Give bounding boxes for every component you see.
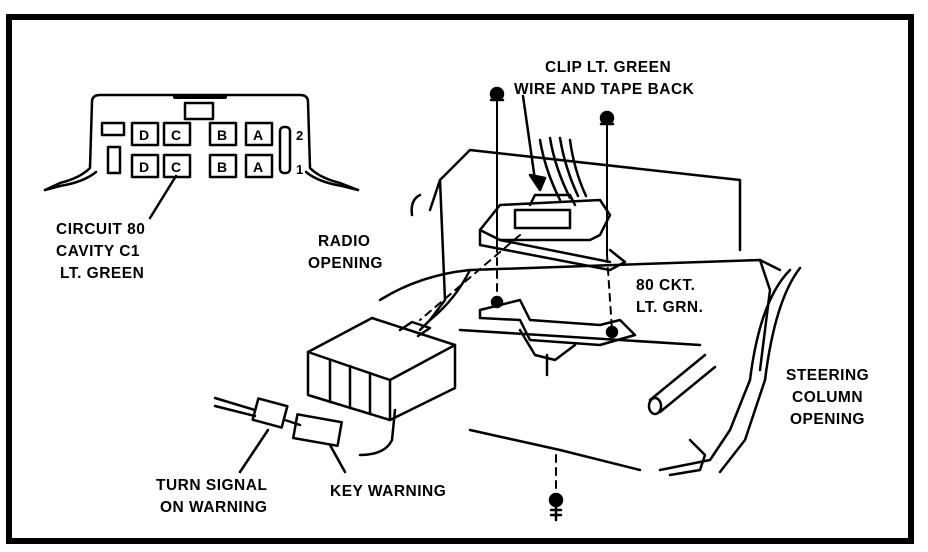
label-steering-3: OPENING [790,411,865,428]
pin-r2-d: D [139,127,149,143]
pin-r1-c: C [171,159,181,175]
pin-r1-a: A [253,159,263,175]
label-turn-2: ON WARNING [160,499,267,516]
upper-bracket [478,97,627,272]
dash-panel [378,148,802,477]
pin-r1-b: B [217,159,227,175]
label-ckt-1: 80 CKT. [636,277,696,294]
label-circuit-3: LT. GREEN [60,265,144,282]
screw-right [599,110,615,126]
label-circuit-2: CAVITY C1 [56,243,140,260]
screw-bottom [548,492,564,522]
lower-bracket [478,295,637,377]
harness [213,396,347,474]
connector-inset [43,93,360,192]
label-circuit-1: CIRCUIT 80 [56,221,145,238]
connector-pins: D C B A D C B A 2 1 [139,127,303,177]
label-clip-1: CLIP LT. GREEN [545,59,671,76]
pin-r2-a: A [253,127,263,143]
row-1-number: 1 [296,162,303,177]
wire-bundle [521,94,588,202]
screw-left [489,86,505,102]
label-turn-1: TURN SIGNAL [156,477,267,494]
pin-r2-b: B [217,127,227,143]
label-ckt-2: LT. GRN. [636,299,703,316]
label-key-warning: KEY WARNING [330,483,446,500]
alignment-lines [419,234,613,491]
diagram-frame [6,14,914,544]
label-radio-2: OPENING [308,255,383,272]
warning-module [306,316,457,457]
row-2-number: 2 [296,128,303,143]
label-steering-1: STEERING [786,367,869,384]
label-radio-1: RADIO [318,233,370,250]
label-steering-2: COLUMN [792,389,863,406]
label-clip-2: WIRE AND TAPE BACK [514,81,695,98]
pin-r1-d: D [139,159,149,175]
labels: CLIP LT. GREEN WIRE AND TAPE BACK CIRCUI… [56,59,869,516]
steering-tube [647,353,717,416]
pin-r2-c: C [171,127,181,143]
